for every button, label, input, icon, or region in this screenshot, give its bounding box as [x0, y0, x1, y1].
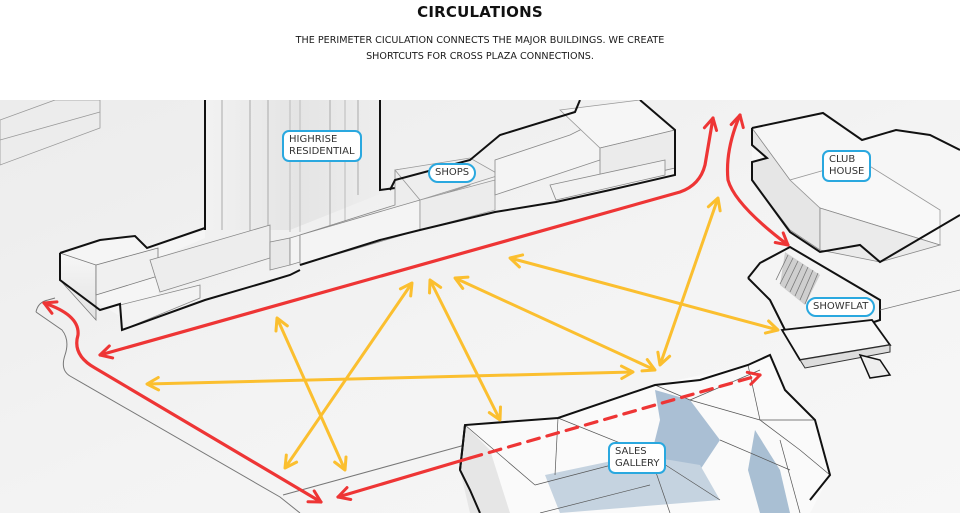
cross-plaza-shortcuts	[145, 196, 780, 472]
subtitle-line-2: SHORTCUTS FOR CROSS PLAZA CONNECTIONS.	[366, 51, 594, 62]
arrowhead-icon	[487, 405, 502, 422]
arrowhead-icon	[428, 278, 443, 295]
arrowhead-icon	[619, 364, 635, 381]
shortcut-arrow-line	[283, 282, 414, 469]
label-line: RESIDENTIAL	[289, 146, 355, 157]
shortcut-arrow-line	[454, 276, 656, 372]
arrowhead-icon	[508, 253, 525, 269]
arrowhead-icon	[274, 316, 289, 333]
arrowhead-icon	[745, 370, 762, 386]
arrowhead-icon	[336, 486, 353, 501]
perimeter-route-west	[42, 301, 323, 504]
through-gallery-route	[468, 373, 762, 460]
arrowhead-icon	[398, 281, 414, 298]
shortcut-arrow-line	[146, 370, 634, 386]
label-showflat: SHOWFLAT	[806, 297, 876, 317]
arrowhead-icon	[706, 196, 722, 213]
arrowhead-icon	[702, 116, 719, 133]
site-circulation-diagram: HIGHRISE RESIDENTIAL SHOPS CLUB HOUSE SH…	[0, 100, 960, 513]
arrowhead-icon	[773, 231, 790, 247]
site-boundary	[35, 297, 466, 513]
shortcut-arrow-line	[658, 197, 720, 366]
arrowhead-icon	[98, 344, 115, 360]
podium-building-left	[59, 224, 301, 332]
shortcut-arrow-line	[428, 279, 502, 421]
arrowhead-icon	[656, 350, 672, 367]
label-line: HOUSE	[829, 166, 865, 177]
shortcut-arrow-line	[509, 256, 779, 332]
label-line: SHOPS	[435, 167, 470, 178]
arrowhead-icon	[729, 113, 745, 130]
label-line: SALES	[615, 446, 647, 457]
distant-building-left	[0, 100, 101, 166]
label-line: HIGHRISE	[289, 134, 338, 145]
perimeter-circulation	[42, 113, 790, 504]
perimeter-route-east	[725, 113, 790, 247]
perimeter-route-south	[336, 456, 472, 499]
label-line: CLUB	[829, 154, 856, 165]
arrowhead-icon	[763, 319, 780, 335]
arrowhead-icon	[333, 455, 348, 472]
label-sales-gallery: SALES GALLERY	[608, 442, 667, 474]
arrowhead-icon	[640, 358, 657, 373]
arrowhead-icon	[42, 300, 59, 315]
arrowhead-icon	[453, 275, 470, 290]
page-subtitle: THE PERIMETER CICULATION CONNECTS THE MA…	[0, 33, 960, 65]
label-highrise-residential: HIGHRISE RESIDENTIAL	[282, 130, 362, 162]
sales-gallery-building	[458, 353, 832, 513]
subtitle-line-1: THE PERIMETER CICULATION CONNECTS THE MA…	[295, 35, 665, 46]
label-club-house: CLUB HOUSE	[822, 150, 872, 182]
arrowhead-icon	[306, 489, 323, 504]
label-line: GALLERY	[615, 458, 660, 469]
perimeter-route-north	[98, 116, 715, 357]
page-title: CIRCULATIONS	[417, 3, 543, 21]
arrowhead-icon	[145, 375, 161, 392]
arrowhead-icon	[283, 453, 299, 470]
label-shops: SHOPS	[428, 163, 477, 183]
label-line: SHOWFLAT	[813, 301, 869, 312]
shortcut-arrow-line	[275, 317, 347, 471]
